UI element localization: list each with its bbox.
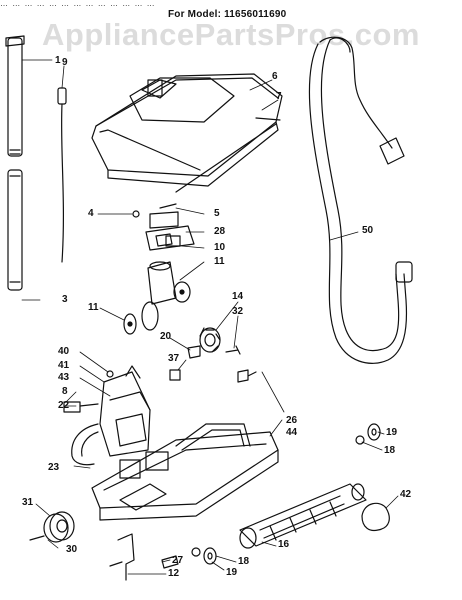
callout-12: 12 (168, 568, 180, 579)
callout-11-lower: 11 (88, 302, 99, 313)
wires-part-23 (71, 423, 99, 466)
callout-19-right: 19 (386, 427, 398, 438)
pulley-part-14 (199, 327, 221, 353)
wand-part-3 (7, 169, 23, 291)
callout-37: 37 (168, 353, 180, 364)
watermark: AppliancePartsPros.com (42, 17, 420, 52)
callout-8: 8 (62, 386, 68, 397)
callout-28: 28 (214, 226, 226, 237)
callout-40: 40 (58, 346, 70, 357)
hood-part-6 (91, 73, 283, 187)
callout-7: 7 (276, 91, 282, 102)
callout-42: 42 (400, 489, 412, 500)
callout-1: 1 (55, 55, 61, 66)
screw-part-32 (225, 345, 241, 355)
callout-10: 10 (214, 242, 226, 253)
leader-lines (21, 59, 399, 575)
callout-26: 26 (286, 415, 298, 426)
bracket-part-20 (187, 345, 201, 359)
callout-22: 22 (58, 400, 70, 411)
callout-31: 31 (22, 497, 34, 508)
callout-32: 32 (232, 306, 244, 317)
callout-27: 27 (172, 555, 184, 566)
switch-part-22 (63, 401, 99, 413)
callout-50: 50 (362, 225, 374, 236)
callout-16: 16 (278, 539, 290, 550)
axle-part-27 (109, 533, 179, 581)
callout-9: 9 (62, 57, 68, 68)
callout-43: 43 (58, 372, 70, 383)
callout-23: 23 (48, 462, 60, 473)
callout-18-right: 18 (384, 445, 396, 456)
callout-5: 5 (214, 208, 220, 219)
fan-housing-part-11 (123, 261, 191, 335)
cropped-header-text: … … … … … … … … … … … … … (0, 0, 156, 6)
end-cap-part-19-right (367, 423, 381, 441)
callout-4: 4 (88, 208, 94, 219)
callout-6: 6 (272, 71, 278, 82)
hose-part-50 (308, 36, 413, 364)
callout-11-upper: 11 (214, 256, 225, 267)
bearing-part-18 (191, 435, 365, 557)
callout-30: 30 (66, 544, 78, 555)
callout-19-left: 19 (226, 567, 238, 578)
callout-14: 14 (232, 291, 244, 302)
cord-part-9 (57, 87, 67, 263)
belt-part-42 (361, 502, 390, 532)
switch-assembly (132, 203, 195, 251)
callout-20: 20 (160, 331, 172, 342)
callout-41: 41 (58, 360, 70, 371)
callout-18-left: 18 (238, 556, 250, 567)
callout-3: 3 (62, 294, 68, 305)
clip-part-44 (237, 369, 257, 383)
end-cap-part-19-left (203, 547, 217, 565)
callout-44: 44 (286, 427, 298, 438)
motor-housing (99, 365, 151, 457)
wand-part-1 (5, 35, 25, 157)
wheel-part-31 (29, 511, 75, 543)
clip-part-37 (169, 369, 181, 381)
hood-seal-part-7 (175, 123, 277, 193)
brush-roll-part-16 (239, 483, 367, 549)
model-label: For Model: 11656011690 (168, 9, 287, 20)
nozzle-base-part-26 (91, 423, 279, 521)
